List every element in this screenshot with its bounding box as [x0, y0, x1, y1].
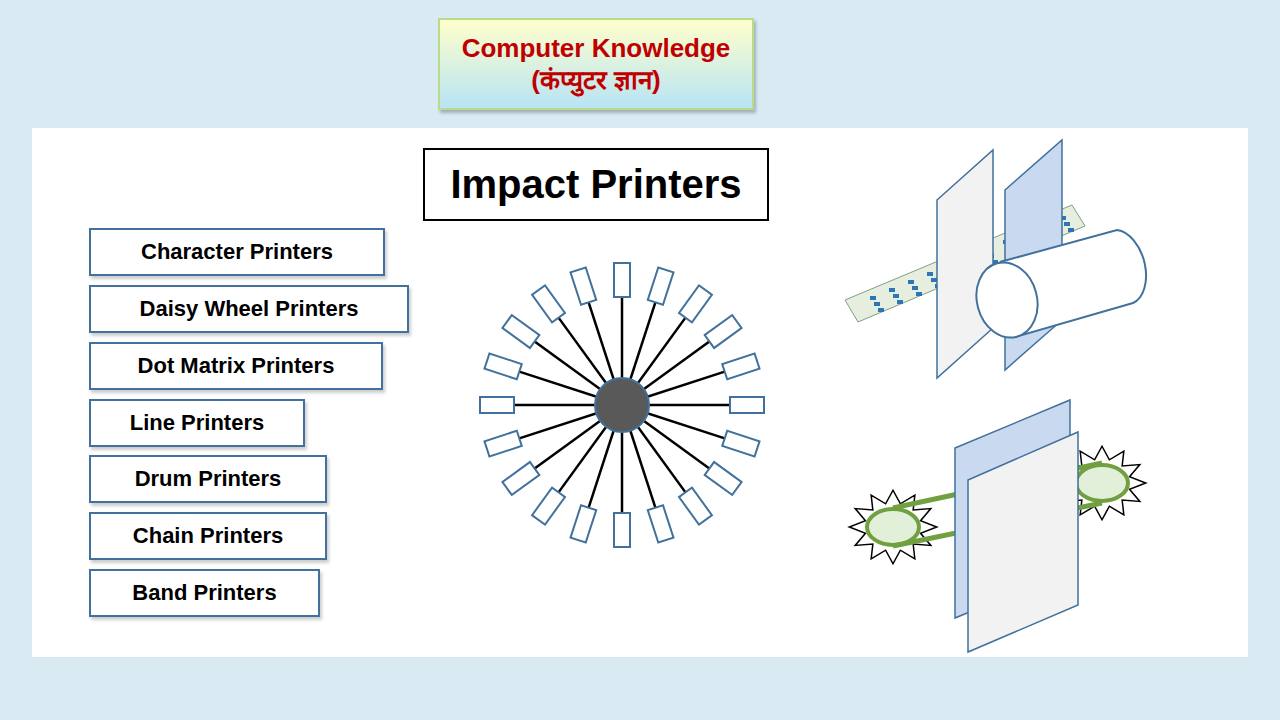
- chain-printer-figure: [849, 400, 1145, 652]
- type-petal: [705, 315, 742, 348]
- type-petal: [571, 505, 597, 542]
- type-petal: [648, 267, 674, 304]
- type-box: Character Printers: [89, 228, 385, 276]
- dot: [1064, 222, 1070, 226]
- sprocket: [867, 509, 919, 545]
- heading-box: Impact Printers: [423, 148, 769, 221]
- box-label: Impact Printers: [450, 162, 741, 207]
- dot: [893, 294, 899, 298]
- type-petal: [532, 285, 565, 322]
- type-petal: [722, 431, 759, 457]
- dot: [916, 292, 922, 296]
- wheel-hub: [595, 378, 649, 432]
- type-box: Chain Printers: [89, 512, 327, 560]
- type-box: Drum Printers: [89, 455, 327, 503]
- subject-banner: Computer Knowledge (कंप्युटर ज्ञान): [438, 18, 754, 110]
- type-petal: [614, 263, 630, 297]
- box-label: Daisy Wheel Printers: [140, 296, 359, 322]
- box-label: Line Printers: [130, 410, 264, 436]
- type-petal: [532, 488, 565, 525]
- dot: [1068, 228, 1074, 232]
- type-petal: [730, 397, 764, 413]
- type-box: Daisy Wheel Printers: [89, 285, 409, 333]
- type-petal: [722, 354, 759, 380]
- dot: [889, 288, 895, 292]
- drum-printer-figure: [845, 140, 1146, 378]
- box-label: Computer Knowledge (कंप्युटर ज्ञान): [450, 32, 742, 97]
- type-petal: [614, 513, 630, 547]
- type-petal: [571, 267, 597, 304]
- type-petal: [484, 354, 521, 380]
- dot: [927, 272, 933, 276]
- type-petal: [705, 462, 742, 495]
- type-petal: [679, 285, 712, 322]
- type-box: Dot Matrix Printers: [89, 342, 383, 390]
- type-petal: [679, 488, 712, 525]
- type-petal: [480, 397, 514, 413]
- box-label: Chain Printers: [133, 523, 283, 549]
- type-petal: [484, 431, 521, 457]
- type-petal: [502, 315, 539, 348]
- type-box: Band Printers: [89, 569, 320, 617]
- paper-sheet: [937, 150, 993, 378]
- dot: [908, 280, 914, 284]
- dot: [912, 286, 918, 290]
- dot: [931, 278, 937, 282]
- dot: [878, 308, 884, 312]
- daisy-wheel: [480, 263, 764, 547]
- box-label: Band Printers: [132, 580, 276, 606]
- dot: [874, 302, 880, 306]
- paper-sheet: [968, 432, 1078, 652]
- type-petal: [502, 462, 539, 495]
- dot: [897, 300, 903, 304]
- box-label: Drum Printers: [135, 466, 282, 492]
- box-label: Character Printers: [141, 239, 333, 265]
- type-box: Line Printers: [89, 399, 305, 447]
- box-label: Dot Matrix Printers: [138, 353, 335, 379]
- type-petal: [648, 505, 674, 542]
- dot: [870, 296, 876, 300]
- drum-end: [968, 256, 1046, 345]
- sprocket: [1076, 465, 1128, 501]
